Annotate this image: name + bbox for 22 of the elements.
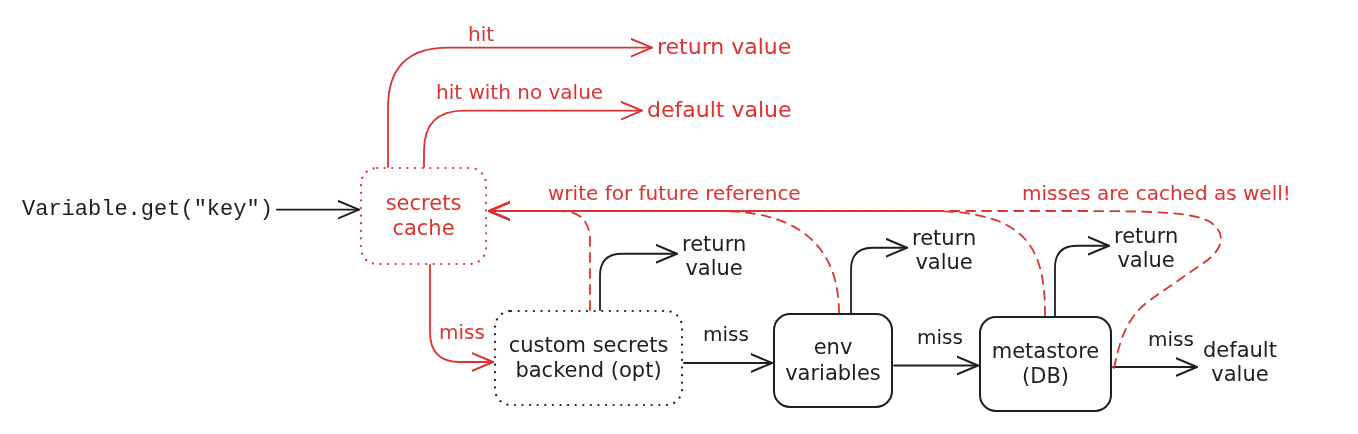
- process-box: env variables: [773, 313, 893, 408]
- arrow: [599, 243, 678, 311]
- function-call-text: Variable.get("key"): [22, 197, 273, 223]
- arrow: [387, 37, 653, 168]
- outcome-text: return value: [912, 226, 977, 275]
- outcome-text: return value: [682, 232, 747, 281]
- database-box: metastore (DB): [979, 316, 1112, 412]
- arrow: [275, 199, 360, 220]
- arrow: [850, 237, 908, 314]
- outcome-text: default value: [1203, 338, 1277, 387]
- arrow: [429, 264, 494, 372]
- cache-box: secrets cache: [360, 167, 487, 265]
- backend-box: custom secrets backend (opt): [494, 310, 683, 406]
- arrow: [893, 355, 979, 376]
- outcome-text: default value: [647, 97, 792, 123]
- arrow: [1054, 235, 1110, 317]
- outcome-text: return value: [1114, 224, 1179, 273]
- arrow: [683, 353, 773, 373]
- outcome-text: return value: [657, 34, 792, 60]
- dashed-arrow: [488, 201, 1222, 369]
- arrow: [423, 100, 643, 168]
- arrow: [1112, 357, 1198, 377]
